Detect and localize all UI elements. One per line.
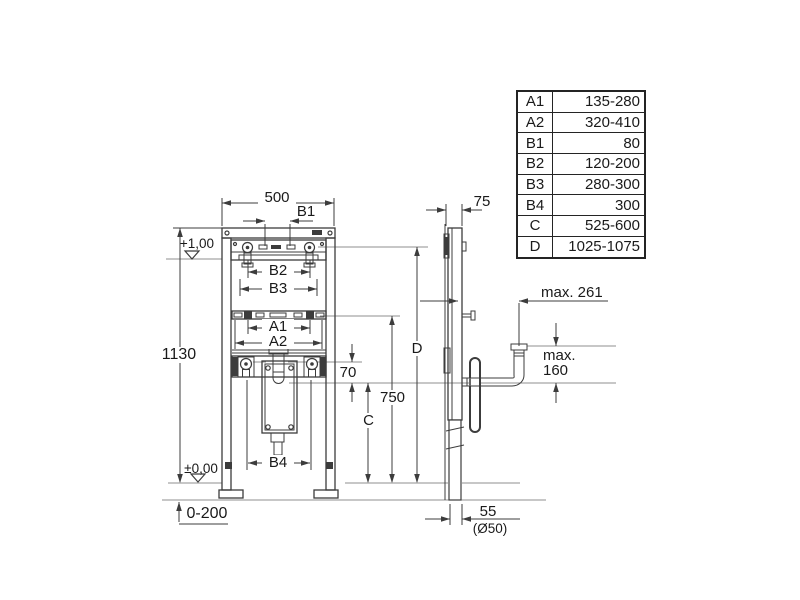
dim-label-dia50: (Ø50) <box>472 521 508 536</box>
outlet-pipe <box>462 343 528 387</box>
table-cell-key: B2 <box>516 153 553 175</box>
datum-symbols <box>179 250 228 525</box>
dim-label-a1: A1 <box>262 319 294 334</box>
dim-label-1130: 1130 <box>156 347 202 363</box>
reference-lines <box>162 246 616 501</box>
dim-label-a2: A2 <box>262 334 294 349</box>
table-row: A1 135-280 <box>516 90 646 113</box>
table-cell-value: 80 <box>552 132 646 155</box>
table-cell-value: 135-280 <box>552 90 646 113</box>
dim-label-max-value: 160 <box>543 362 569 379</box>
table-cell-key: B3 <box>516 173 553 196</box>
table-cell-value: 525-600 <box>552 215 646 237</box>
dim-label-70: 70 <box>336 365 360 380</box>
table-row: C 525-600 <box>516 215 646 237</box>
datum-triangle-floor <box>189 473 207 483</box>
drain-holder-plate <box>469 357 481 433</box>
dim-label-0-200: 0-200 <box>186 505 228 522</box>
dim-label-b4: B4 <box>262 455 294 470</box>
dim-label-75: 75 <box>473 193 491 210</box>
table-cell-value: 320-410 <box>552 111 646 134</box>
datum-label-floor: ±0,00 <box>184 461 218 476</box>
dim-label-55: 55 <box>479 503 497 520</box>
table-cell-key: B4 <box>516 194 553 217</box>
table-row: D 1025-1075 <box>516 235 646 259</box>
drain-housing-box <box>261 360 298 456</box>
table-cell-key: A2 <box>516 111 553 134</box>
table-row: B4 300 <box>516 194 646 217</box>
arrowheads <box>176 200 559 522</box>
side-view <box>443 224 528 501</box>
table-cell-key: A1 <box>516 90 553 113</box>
dim-label-c: C <box>360 413 377 428</box>
front-view-frame <box>218 227 339 499</box>
table-cell-value: 300 <box>552 194 646 217</box>
datum-label-upper: +1,00 <box>179 236 215 251</box>
dim-label-500: 500 <box>258 190 296 205</box>
table-cell-key: C <box>516 215 553 237</box>
waste-pipe <box>445 419 465 501</box>
table-cell-key: D <box>516 235 553 259</box>
table-row: B3 280-300 <box>516 173 646 196</box>
dim-label-b1: B1 <box>296 203 316 220</box>
table-row: B1 80 <box>516 132 646 155</box>
table-row: B2 120-200 <box>516 153 646 175</box>
dim-label-max261: max. 261 <box>541 284 603 301</box>
table-cell-value: 120-200 <box>552 153 646 175</box>
datum-triangle-upper <box>183 250 201 260</box>
extension-lines <box>173 198 520 525</box>
dim-label-b3: B3 <box>262 281 294 296</box>
table-cell-value: 280-300 <box>552 173 646 196</box>
table-cell-key: B1 <box>516 132 553 155</box>
dimension-table: A1 135-280 A2 320-410 B1 80 B2 120-200 B… <box>516 90 646 259</box>
table-row: A2 320-410 <box>516 111 646 134</box>
dim-label-d: D <box>409 341 425 356</box>
dim-label-max-word: max. <box>543 347 576 364</box>
table-cell-value: 1025-1075 <box>552 235 646 259</box>
dim-label-b2: B2 <box>262 263 294 278</box>
dim-label-750: 750 <box>377 390 408 405</box>
